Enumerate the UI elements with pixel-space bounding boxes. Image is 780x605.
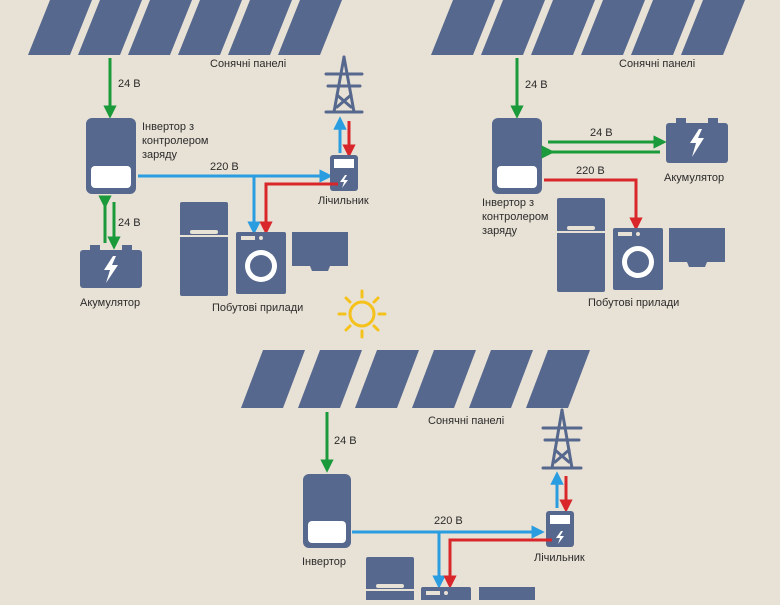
electric-meter-icon (330, 155, 358, 191)
tv-icon (669, 228, 725, 267)
ac-voltage-label: 220 В (576, 165, 605, 177)
meter-label: Лічильник (534, 552, 585, 564)
flow-arrow-red (544, 178, 643, 231)
appliances-label: Побутові прилади (212, 302, 303, 314)
inverter-icon (86, 118, 136, 194)
inverter-label-line: заряду (142, 149, 178, 161)
panels-voltage-label: 24 В (525, 79, 548, 91)
washing-machine-icon (613, 228, 663, 290)
inverter-label-line: контролером (142, 135, 209, 147)
battery-label: Акумулятор (664, 172, 724, 184)
inverter-label-line: контролером (482, 211, 549, 223)
system-2: Сонячні панелі 24 В Інвертор з контролер… (431, 0, 745, 309)
inverter-label-line: Інвертор з (142, 121, 194, 133)
inverter-label: Інвертор (302, 556, 346, 568)
battery-voltage-label: 24 В (118, 217, 141, 229)
inverter-label-line: заряду (482, 225, 518, 237)
inverter-icon (303, 474, 351, 548)
tv-icon (479, 587, 535, 605)
fridge-icon (180, 202, 228, 296)
battery-voltage-label: 24 В (590, 127, 613, 139)
sun-icon (337, 289, 387, 339)
solar-panel-icon (241, 350, 590, 408)
appliances-label: Побутові прилади (588, 297, 679, 309)
battery-icon (80, 245, 142, 288)
panels-voltage-label: 24 В (334, 435, 357, 447)
panels-label: Сонячні панелі (428, 415, 504, 427)
grid-voltage-label: 220 В (210, 161, 239, 173)
panels-label: Сонячні панелі (619, 58, 695, 70)
washing-machine-icon (421, 587, 471, 605)
fridge-icon (366, 557, 414, 605)
power-tower-icon (541, 408, 583, 470)
inverter-label: Інвертор з контролером заряду (482, 197, 552, 237)
grid-voltage-label: 220 В (434, 515, 463, 527)
system-1: Сонячні панелі 24 В Інвертор з контролер… (28, 0, 369, 314)
electric-meter-icon (546, 511, 574, 547)
meter-label: Лічильник (318, 195, 369, 207)
battery-label: Акумулятор (80, 297, 140, 309)
tv-icon (292, 232, 348, 271)
solar-panel-icon (431, 0, 745, 55)
solar-panel-icon (28, 0, 342, 55)
power-tower-icon (324, 55, 364, 114)
flow-arrow-red (443, 538, 552, 589)
inverter-label-line: Інвертор з (482, 197, 534, 209)
fridge-icon (557, 198, 605, 292)
inverter-label: Інвертор з контролером заряду (142, 121, 212, 161)
inverter-icon (492, 118, 542, 194)
flow-arrow-red (259, 182, 338, 235)
panels-label: Сонячні панелі (210, 58, 286, 70)
washing-machine-icon (236, 232, 286, 294)
battery-icon (666, 118, 728, 163)
panels-voltage-label: 24 В (118, 78, 141, 90)
system-3: Сонячні панелі 24 В Інвертор 220 В Лічи (241, 350, 590, 605)
